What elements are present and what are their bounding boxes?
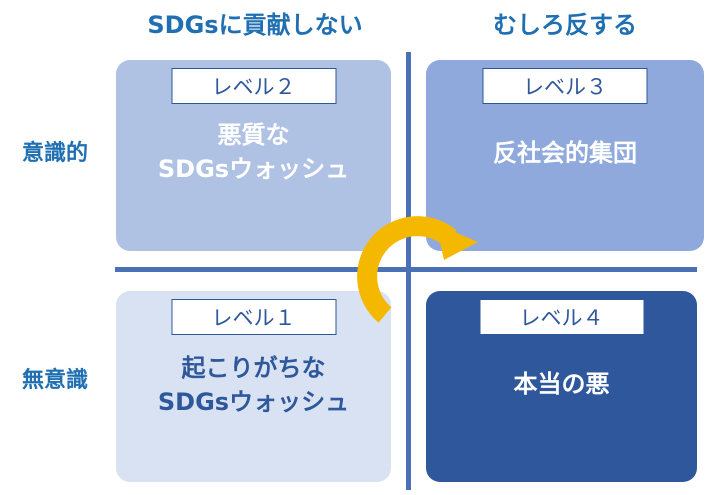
level-badge: レベル１ [171,299,336,335]
quadrant-level-2: レベル２ 悪質な SDGsウォッシュ [116,60,391,251]
quadrant-label-line: 反社会的集団 [493,139,637,167]
row-header-conscious: 意識的 [21,141,88,166]
quadrant-label-line: SDGsウォッシュ [157,388,350,416]
level-badge: レベル２ [171,68,336,104]
row-header-unconscious: 無意識 [21,368,88,393]
quadrant-label-line: 悪質な [217,121,290,149]
quadrant-level-3: レベル３ 反社会的集団 [426,60,704,251]
level-badge: レベル４ [479,299,644,335]
quadrant-label-line: 本当の悪 [513,370,610,398]
column-header-not-contributing: SDGsに貢献しない [147,11,363,39]
level-badge: レベル３ [482,68,648,104]
horizontal-axis [115,267,697,272]
quadrant-label: 本当の悪 [426,367,697,401]
quadrant-label: 起こりがちな SDGsウォッシュ [116,351,391,419]
quadrant-label-line: 起こりがちな [181,354,326,382]
curved-arrow-icon [357,216,478,323]
quadrant-level-1: レベル１ 起こりがちな SDGsウォッシュ [116,291,391,482]
column-header-opposing: むしろ反する [493,11,637,39]
quadrant-label: 反社会的集団 [426,136,704,170]
quadrant-level-4: レベル４ 本当の悪 [426,291,697,482]
quadrant-label: 悪質な SDGsウォッシュ [116,118,391,186]
quadrant-label-line: SDGsウォッシュ [157,155,350,183]
